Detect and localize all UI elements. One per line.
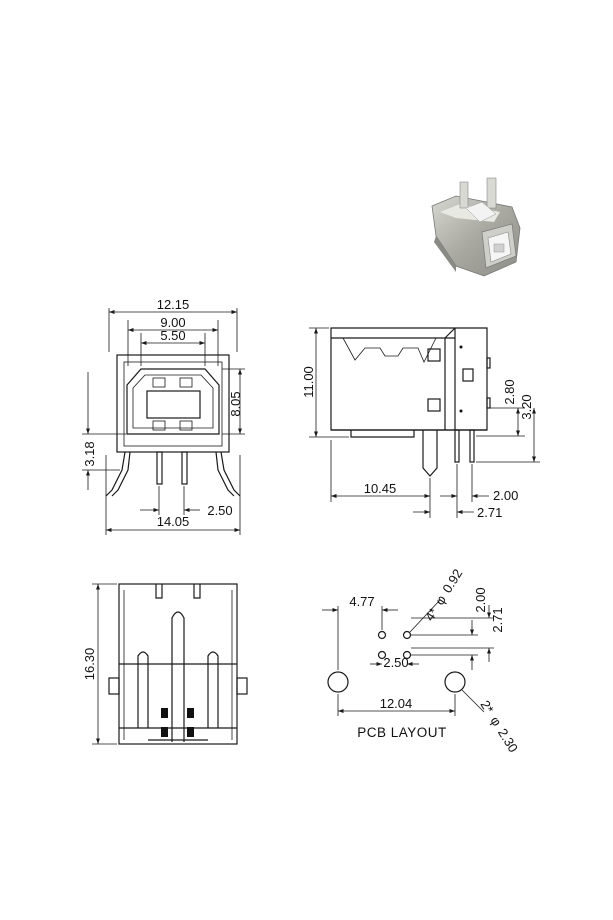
dim-width-mid: 9.00 bbox=[160, 315, 185, 330]
mount-hole-count: 2* bbox=[477, 698, 496, 716]
front-housing-inner bbox=[123, 361, 223, 447]
bottom-rib-left bbox=[137, 651, 149, 728]
pcb-mount-hole-right bbox=[444, 671, 466, 693]
dim-pcb-pitch-v: 2.00 bbox=[473, 587, 488, 612]
bottom-rib-center bbox=[171, 611, 185, 742]
dim-pin-pitch: 2.50 bbox=[207, 503, 232, 518]
dim-width-outer: 12.15 bbox=[157, 297, 190, 312]
front-housing-outer bbox=[116, 354, 230, 453]
phi-symbol-mount: φ bbox=[487, 714, 504, 729]
side-pin-1 bbox=[454, 429, 460, 463]
svg-text:4* φ 0.92: 4* φ 0.92 bbox=[422, 566, 466, 623]
callout-small-holes: 4* φ 0.92 bbox=[422, 566, 466, 623]
dim-height-port: 8.05 bbox=[228, 391, 243, 416]
pcb-pin-hole-2 bbox=[402, 630, 412, 640]
product-photo bbox=[431, 177, 521, 277]
svg-text:2* φ 2.30: 2* φ 2.30 bbox=[477, 698, 521, 755]
small-hole-dia: 0.92 bbox=[439, 566, 465, 595]
pcb-layout: 4.77 2.50 12.04 2.00 2.71 4* φ 0.92 2* φ… bbox=[322, 566, 521, 755]
side-pin-2 bbox=[469, 429, 475, 463]
bottom-view: 16.30 bbox=[82, 583, 248, 745]
dim-pcb-offset-x: 4.77 bbox=[349, 594, 374, 609]
port-tongue bbox=[146, 390, 201, 419]
front-pin-2 bbox=[181, 451, 188, 485]
bottom-rib-right bbox=[207, 651, 219, 728]
pcb-mount-hole-left bbox=[327, 671, 349, 693]
phi-symbol-small: φ bbox=[432, 592, 449, 607]
pcb-pin-hole-1 bbox=[377, 630, 387, 640]
front-view: 12.15 9.00 5.50 8.05 3.18 2.50 14.05 bbox=[82, 297, 245, 535]
pcb-layout-title: PCB LAYOUT bbox=[357, 725, 447, 740]
pcb-pin-hole-4 bbox=[402, 650, 412, 660]
dim-side-height: 11.00 bbox=[301, 366, 316, 398]
dim-pin-row-2: 3.20 bbox=[519, 394, 534, 419]
dim-width-inner: 5.50 bbox=[160, 328, 185, 343]
front-left-leg bbox=[105, 451, 126, 497]
usb-b-port-outline bbox=[126, 368, 220, 435]
front-right-leg bbox=[220, 451, 241, 497]
pcb-pin-hole-3 bbox=[377, 650, 387, 660]
small-hole-count: 4* bbox=[422, 605, 441, 623]
dim-width-total: 14.05 bbox=[157, 514, 190, 529]
dim-pitch-b: 2.71 bbox=[477, 505, 502, 520]
dim-pcb-pitch-h: 2.50 bbox=[383, 655, 408, 670]
dim-pcb-mount-spacing: 12.04 bbox=[380, 696, 413, 711]
callout-mount-holes: 2* φ 2.30 bbox=[477, 698, 521, 755]
side-view: 11.00 10.45 2.80 3.20 2.00 2.71 bbox=[301, 327, 540, 520]
dim-pin-offset: 3.18 bbox=[82, 441, 97, 466]
side-mount-leg bbox=[422, 430, 438, 477]
mount-hole-dia: 2.30 bbox=[495, 726, 521, 755]
dim-pin-row-1: 2.80 bbox=[502, 379, 517, 404]
dim-pitch-a: 2.00 bbox=[493, 488, 518, 503]
front-pin-1 bbox=[156, 451, 163, 485]
dim-bottom-length: 16.30 bbox=[82, 648, 97, 681]
side-housing bbox=[330, 327, 488, 431]
dim-side-depth: 10.45 bbox=[364, 481, 397, 496]
dim-pcb-pitch-v2: 2.71 bbox=[490, 607, 505, 632]
